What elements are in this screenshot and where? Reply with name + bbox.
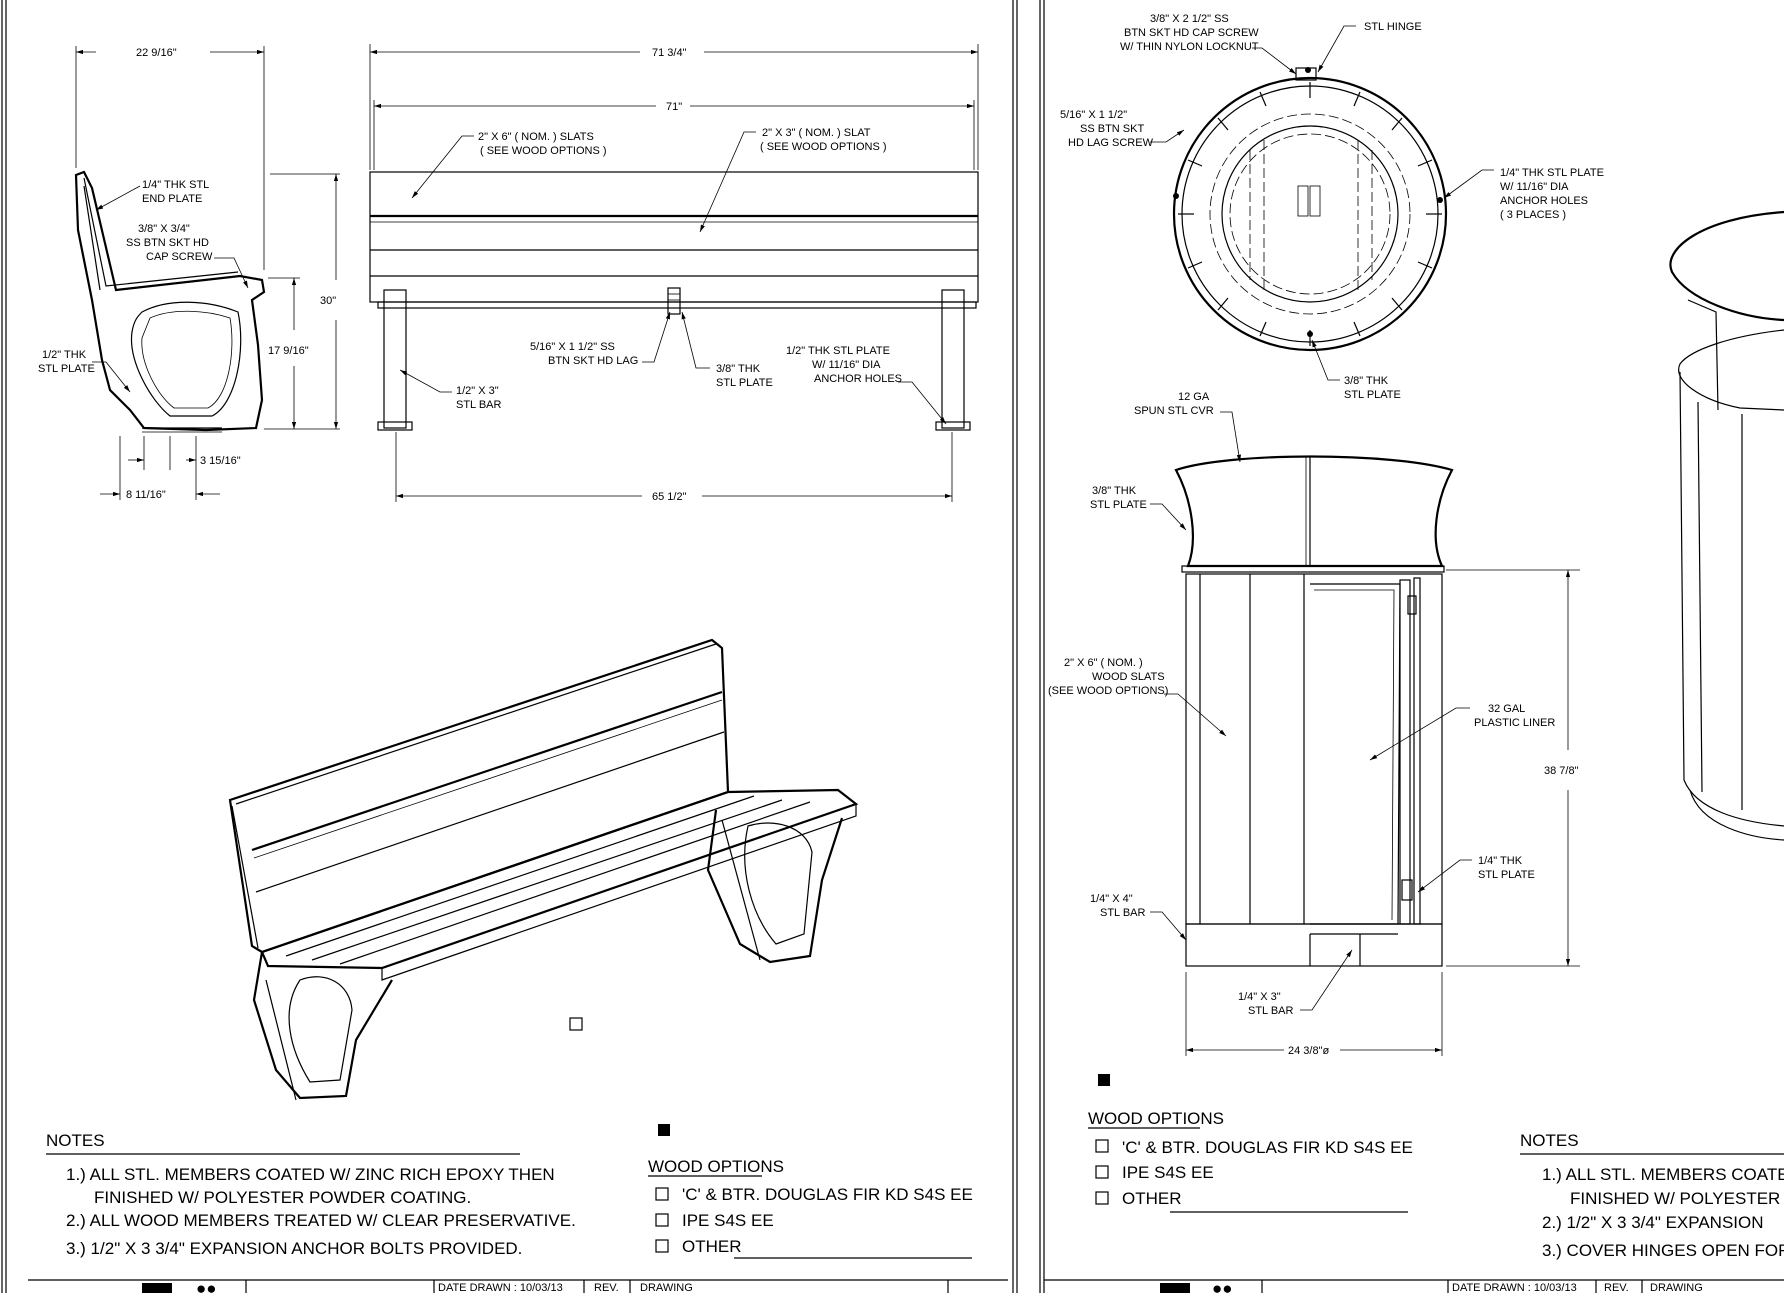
dim-rec-diameter: 24 3/8"ø bbox=[1288, 1045, 1329, 1057]
callout-slat-3: 2" X 3" ( NOM. ) SLAT ( SEE WOOD OPTIONS… bbox=[760, 127, 887, 153]
dim-foot-small: 3 15/16" bbox=[200, 455, 241, 467]
rec-note-3: 3.) COVER HINGES OPEN FOR R bbox=[1542, 1241, 1784, 1260]
rec-drawing-label: DRAWING bbox=[1650, 1282, 1703, 1293]
rec-filled-square-marker bbox=[1098, 1074, 1110, 1086]
bench-date-drawn: DATE DRAWN : 10/03/13 bbox=[438, 1282, 563, 1293]
callout-rec-hinge: STL HINGE bbox=[1364, 21, 1422, 33]
callout-bench-plate-38: 3/8" THK STL PLATE bbox=[716, 363, 773, 389]
rec-wood-option-checkbox-3[interactable] bbox=[1095, 1191, 1109, 1205]
callout-end-plate: 1/4" THK STL END PLATE bbox=[142, 179, 212, 205]
dim-bench-height: 30" bbox=[320, 295, 336, 307]
callout-rec-plate-38: 3/8" THK STL PLATE bbox=[1090, 485, 1147, 511]
bench-wood-option-1: 'C' & BTR. DOUGLAS FIR KD S4S EE bbox=[682, 1185, 973, 1204]
bench-wood-option-checkbox-3[interactable] bbox=[655, 1239, 669, 1253]
callout-rec-bar-4: 1/4" X 4" STL BAR bbox=[1090, 893, 1145, 919]
bench-rev-label: REV. bbox=[594, 1282, 619, 1293]
bench-wood-option-checkbox-1[interactable] bbox=[655, 1187, 669, 1201]
bench-title-block: ●● DATE DRAWN : 10/03/13 REV. DRAWING bbox=[142, 1279, 949, 1293]
callout-rec-cover: 12 GA SPUN STL CVR bbox=[1134, 391, 1214, 417]
bench-note-1b: FINISHED W/ POLYESTER POWDER COATING. bbox=[94, 1188, 471, 1207]
callout-rec-bar-3: 1/4" X 3" STL BAR bbox=[1238, 991, 1293, 1017]
rec-wood-option-1: 'C' & BTR. DOUGLAS FIR KD S4S EE bbox=[1122, 1138, 1413, 1157]
bench-note-3: 3.) 1/2" X 3 3/4" EXPANSION ANCHOR BOLTS… bbox=[66, 1239, 522, 1258]
bench-wood-option-checkbox-2[interactable] bbox=[655, 1213, 669, 1227]
dim-rec-height: 38 7/8" bbox=[1544, 765, 1579, 777]
rec-wood-option-checkbox-2[interactable] bbox=[1095, 1165, 1109, 1179]
bench-note-1: 1.) ALL STL. MEMBERS COATED W/ ZINC RICH… bbox=[66, 1165, 555, 1184]
rec-note-1b: FINISHED W/ POLYESTER POW bbox=[1570, 1189, 1784, 1208]
callout-rec-liner: 32 GAL PLASTIC LINER bbox=[1474, 703, 1555, 729]
receptacle-wood-options: WOOD OPTIONS 'C' & BTR. DOUGLAS FIR KD S… bbox=[1088, 1074, 1413, 1213]
svg-text:●●: ●● bbox=[1212, 1279, 1233, 1293]
dim-bench-legs: 65 1/2" bbox=[652, 491, 687, 503]
view-marker-open bbox=[569, 1017, 583, 1031]
receptacle-notes-block: NOTES 1.) ALL STL. MEMBERS COATED FINISH… bbox=[1520, 1131, 1784, 1260]
rec-wood-option-3: OTHER bbox=[1122, 1189, 1182, 1208]
receptacle-top-view: 3/8" X 2 1/2" SS BTN SKT HD CAP SCREW W/… bbox=[1060, 13, 1607, 401]
filled-square-marker bbox=[658, 1124, 670, 1136]
bench-note-2: 2.) ALL WOOD MEMBERS TREATED W/ CLEAR PR… bbox=[66, 1211, 576, 1230]
rec-wood-option-checkbox-1[interactable] bbox=[1095, 1139, 1109, 1153]
callout-rec-cap-screw: 3/8" X 2 1/2" SS BTN SKT HD CAP SCREW W/… bbox=[1120, 13, 1262, 53]
bench-side-view: 22 9/16" 30" 17 9/16" 3 15/16" 8 11/16" … bbox=[38, 46, 340, 501]
callout-rec-plate-38-top: 3/8" THK STL PLATE bbox=[1344, 375, 1401, 401]
bench-wood-options: WOOD OPTIONS 'C' & BTR. DOUGLAS FIR KD S… bbox=[648, 1124, 973, 1259]
rec-note-1: 1.) ALL STL. MEMBERS COATED bbox=[1542, 1165, 1784, 1184]
dim-bench-slats: 71" bbox=[666, 101, 682, 113]
callout-bench-anchor: 1/2" THK STL PLATE W/ 11/16" DIA ANCHOR … bbox=[786, 345, 902, 385]
bench-front-view: 71 3/4" 71" 65 1/2" 2" X 6" ( NOM. ) SLA… bbox=[369, 44, 979, 503]
callout-bench-side-plate: 1/2" THK STL PLATE bbox=[38, 349, 95, 375]
bench-wood-options-title: WOOD OPTIONS bbox=[648, 1157, 784, 1176]
dim-seat-height: 17 9/16" bbox=[268, 345, 309, 357]
bench-wood-option-3: OTHER bbox=[682, 1237, 742, 1256]
bench-isometric-view bbox=[228, 638, 859, 1101]
receptacle-isometric-view bbox=[1669, 210, 1784, 841]
receptacle-title-block: ●● DATE DRAWN : 10/03/13 REV. DRAWING bbox=[1160, 1279, 1703, 1293]
rec-notes-title: NOTES bbox=[1520, 1131, 1579, 1150]
rec-wood-option-2: IPE S4S EE bbox=[1122, 1163, 1214, 1182]
bench-drawing-label: DRAWING bbox=[640, 1282, 693, 1293]
bench-notes-block: NOTES 1.) ALL STL. MEMBERS COATED W/ ZIN… bbox=[46, 1131, 576, 1258]
callout-slats-6: 2" X 6" ( NOM. ) SLATS ( SEE WOOD OPTION… bbox=[478, 131, 607, 157]
callout-rec-slats: 2" X 6" ( NOM. ) WOOD SLATS (SEE WOOD OP… bbox=[1048, 657, 1168, 697]
bench-wood-option-2: IPE S4S EE bbox=[682, 1211, 774, 1230]
rec-date-drawn: DATE DRAWN : 10/03/13 bbox=[1452, 1282, 1577, 1293]
callout-rec-lag: 5/16" X 1 1/2" SS BTN SKT HD LAG SCREW bbox=[1060, 109, 1154, 149]
rec-wood-options-title: WOOD OPTIONS bbox=[1088, 1109, 1224, 1128]
rec-rev-label: REV. bbox=[1604, 1282, 1629, 1293]
svg-text:●●: ●● bbox=[196, 1279, 217, 1293]
callout-bench-cap-screw: 3/8" X 3/4" SS BTN SKT HD CAP SCREW bbox=[126, 223, 213, 263]
dim-bench-width: 22 9/16" bbox=[136, 47, 177, 59]
dim-bench-overall: 71 3/4" bbox=[652, 47, 687, 59]
dim-foot-base: 8 11/16" bbox=[126, 489, 166, 501]
callout-rec-plate-anchor: 1/4" THK STL PLATE W/ 11/16" DIA ANCHOR … bbox=[1500, 167, 1607, 221]
rec-note-2: 2.) 1/2" X 3 3/4" EXPANSION bbox=[1542, 1213, 1764, 1232]
callout-bench-bar: 1/2" X 3" STL BAR bbox=[456, 385, 502, 411]
callout-rec-plate-14: 1/4" THK STL PLATE bbox=[1478, 855, 1535, 881]
bench-notes-title: NOTES bbox=[46, 1131, 105, 1150]
callout-bench-lag: 5/16" X 1 1/2" SS BTN SKT HD LAG bbox=[530, 341, 638, 367]
receptacle-side-view: 38 7/8" 24 3/8"ø 12 GA SPUN STL CVR 3/8"… bbox=[1048, 391, 1580, 1057]
